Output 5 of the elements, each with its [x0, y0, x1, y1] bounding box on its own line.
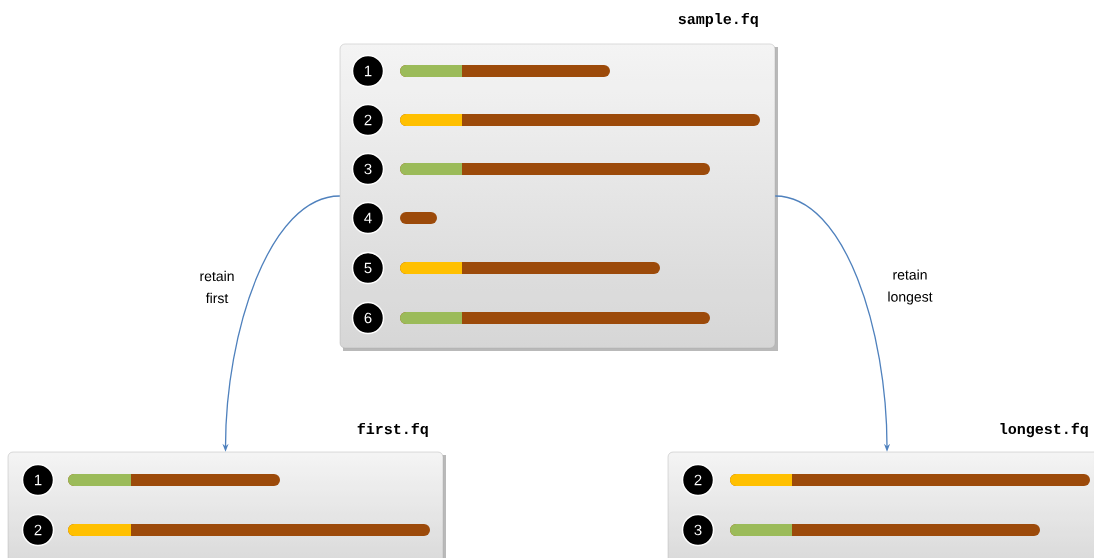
file-name: first.fq [357, 422, 428, 438]
edge-label: retain longest [888, 269, 933, 305]
edge-label: retain first [200, 270, 234, 304]
file-name: longest.fq [1000, 422, 1088, 438]
file-name: sample.fq [678, 12, 758, 28]
